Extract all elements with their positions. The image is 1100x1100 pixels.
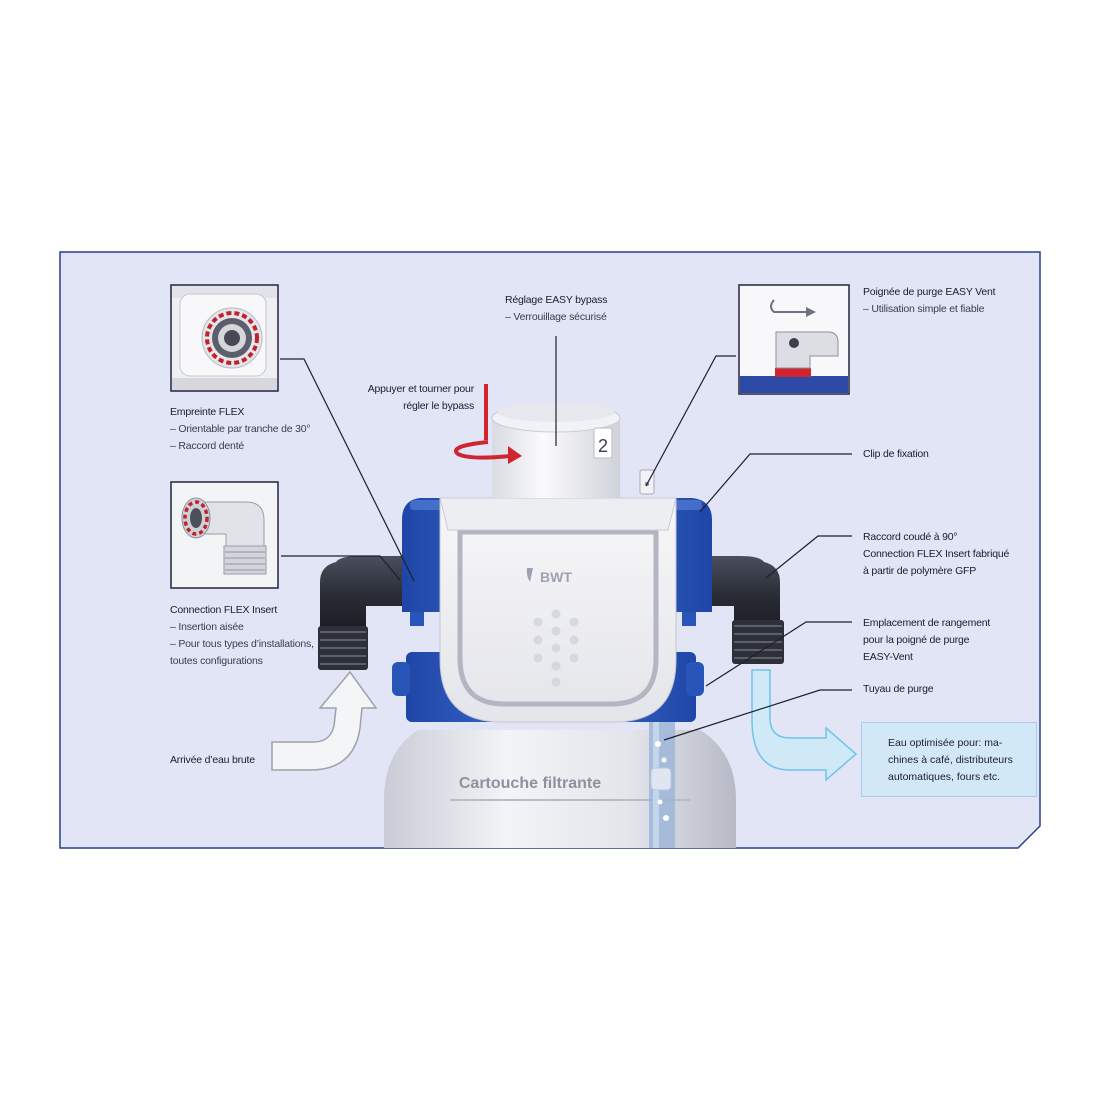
label-poignee: Poignée de purge EASY Vent – Utilisation… <box>863 284 996 318</box>
flex-connector-photo <box>170 284 279 392</box>
front-cover <box>439 497 677 723</box>
inlet-arrow-icon <box>271 670 378 771</box>
label-press-turn-line-1: Appuyer et tourner pour <box>367 383 475 395</box>
label-emplacement-line-2: pour la poigné de purge <box>863 634 970 646</box>
label-connection-insert-line-2: – Pour tous types d’installations, <box>170 638 314 650</box>
output-line-3: automatiques, fours etc. <box>888 771 1001 783</box>
label-connection-insert-line-3: toutes configurations <box>170 655 263 667</box>
cartridge-label: Cartouche filtrante <box>459 775 601 792</box>
label-bypass-title: Réglage EASY bypass <box>505 294 608 306</box>
label-emplacement-line-3: EASY-Vent <box>863 651 913 663</box>
label-connection-insert: Connection FLEX Insert – Insertion aisée… <box>170 602 314 670</box>
left-elbow-connector <box>318 556 410 670</box>
label-arrivee: Arrivée d’eau brute <box>170 752 255 769</box>
label-empreinte: Empreinte FLEX – Orientable par tranche … <box>170 404 311 455</box>
elbow-connector-photo <box>170 481 279 589</box>
label-bypass: Réglage EASY bypass – Verrouillage sécur… <box>505 292 607 326</box>
label-emplacement: Emplacement de rangement pour la poigné … <box>863 615 990 666</box>
callout-lines <box>280 336 852 741</box>
label-tuyau-title: Tuyau de purge <box>863 683 934 695</box>
label-poignee-line: – Utilisation simple et fiable <box>863 303 985 315</box>
outlet-arrow-icon <box>751 669 858 782</box>
label-clip-title: Clip de fixation <box>863 448 929 460</box>
label-poignee-title: Poignée de purge EASY Vent <box>863 286 996 298</box>
label-press-turn: Appuyer et tourner pour régler le bypass <box>360 381 475 415</box>
label-empreinte-title: Empreinte FLEX <box>170 406 245 418</box>
label-bypass-line: – Verrouillage sécurisé <box>505 311 607 323</box>
purge-handle-icon <box>738 284 850 395</box>
label-raccord-line-1: Raccord coudé à 90° <box>863 531 958 543</box>
vent-handle <box>639 469 655 495</box>
output-water-box: Eau optimisée pour: ma- chines à café, d… <box>861 722 1037 797</box>
output-line-2: chines à café, distributeurs <box>888 754 1013 766</box>
drain-tube <box>649 722 675 848</box>
right-elbow-connector <box>690 556 784 664</box>
label-emplacement-line-1: Emplacement de rangement <box>863 617 991 629</box>
bypass-dial-number: 2 <box>598 436 608 456</box>
label-empreinte-line-2: – Raccord denté <box>170 440 245 452</box>
label-raccord-line-3: à partir de polymère GFP <box>863 565 977 577</box>
brand-logo: BWT <box>540 569 572 585</box>
label-connection-insert-title: Connection FLEX Insert <box>170 604 278 616</box>
label-arrivee-title: Arrivée d’eau brute <box>170 754 255 766</box>
output-line-1: Eau optimisée pour: ma- <box>888 737 1003 749</box>
label-tuyau: Tuyau de purge <box>863 681 934 698</box>
rotate-arrow-icon <box>454 384 522 464</box>
label-connection-insert-line-1: – Insertion aisée <box>170 621 244 633</box>
label-press-turn-line-2: régler le bypass <box>403 400 474 412</box>
led-dots <box>533 609 579 687</box>
label-raccord-line-2: Connection FLEX Insert fabriqué <box>863 548 1010 560</box>
label-empreinte-line-1: – Orientable par tranche de 30° <box>170 423 311 435</box>
label-clip: Clip de fixation <box>863 446 929 463</box>
bwt-logo-mark <box>526 568 533 582</box>
label-raccord: Raccord coudé à 90° Connection FLEX Inse… <box>863 529 1009 580</box>
